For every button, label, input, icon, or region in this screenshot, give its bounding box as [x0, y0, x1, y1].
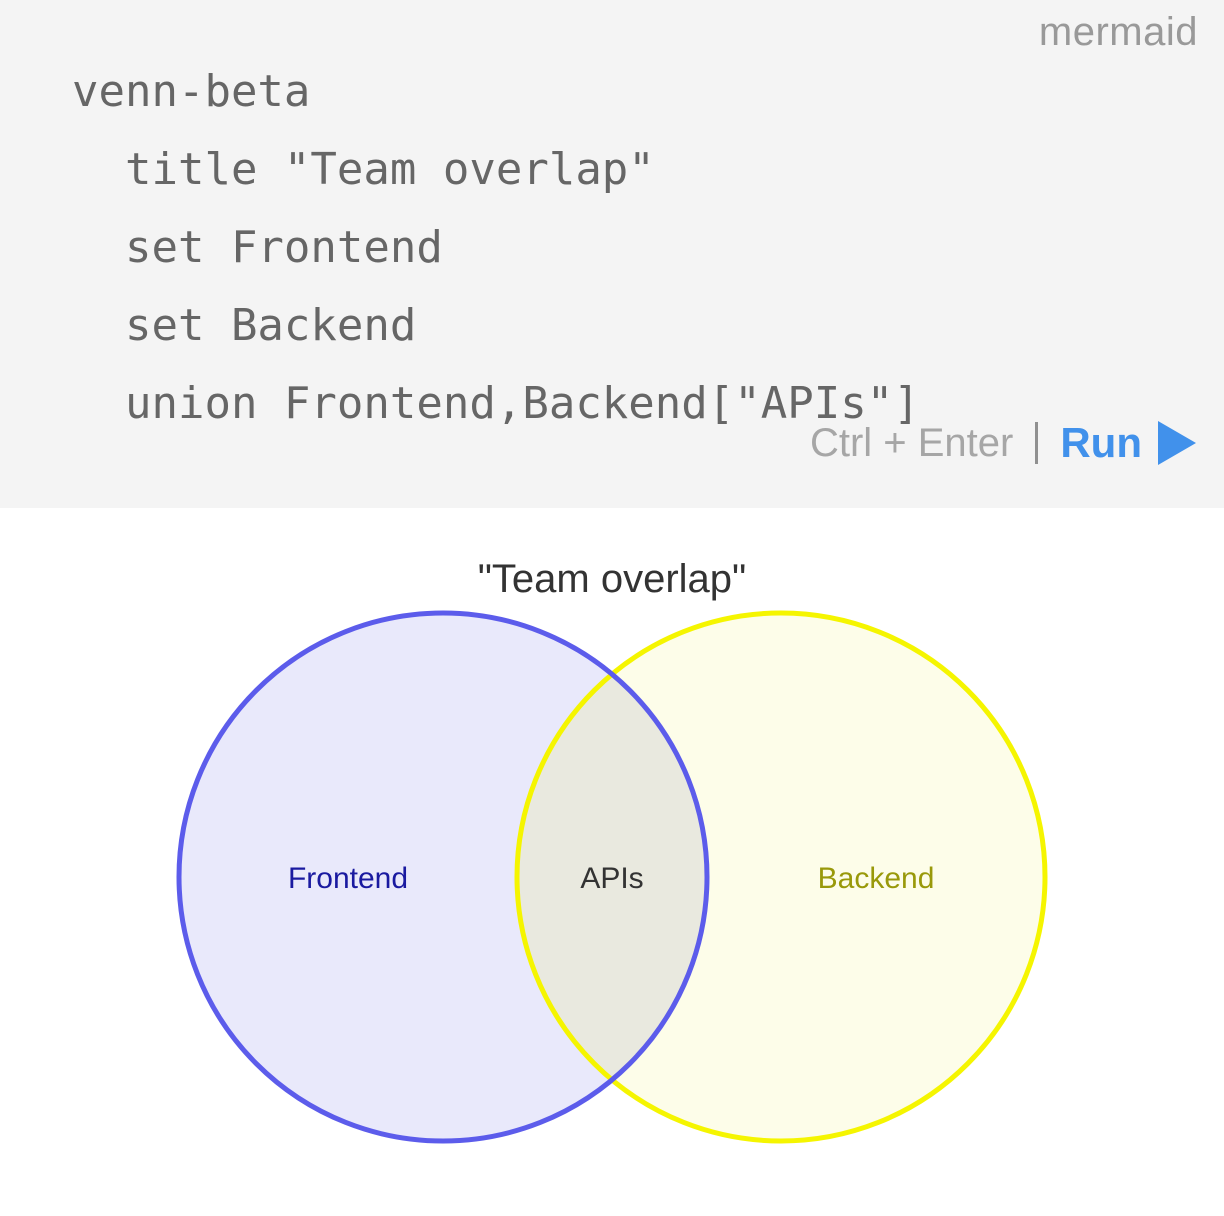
run-controls-row: Ctrl + Enter Run [810, 417, 1196, 469]
keyboard-shortcut-hint: Ctrl + Enter [809, 420, 1014, 465]
venn-diagram: "Team overlap" Frontend APIs Backend [176, 557, 1048, 1144]
mermaid-brand-label: mermaid [1038, 10, 1198, 54]
run-button-label: Run [1060, 419, 1142, 466]
diagram-code-editor[interactable]: venn-beta title "Team overlap" set Front… [72, 66, 920, 429]
venn-set-b-label: Backend [818, 862, 935, 895]
vertical-divider [1035, 422, 1039, 464]
run-button[interactable]: Run [1060, 419, 1196, 467]
play-triangle-icon [1158, 421, 1196, 465]
venn-intersection-label: APIs [580, 862, 643, 895]
venn-set-a-outline [176, 610, 710, 1144]
venn-set-a-label: Frontend [288, 862, 408, 895]
venn-diagram-title: "Team overlap" [478, 557, 747, 601]
venn-intersection-area [517, 674, 707, 1080]
diagram-render-panel: "Team overlap" Frontend APIs Backend [0, 508, 1224, 1216]
code-editor-panel: mermaid venn-beta title "Team overlap" s… [0, 0, 1224, 508]
venn-set-b-outline [514, 610, 1048, 1144]
